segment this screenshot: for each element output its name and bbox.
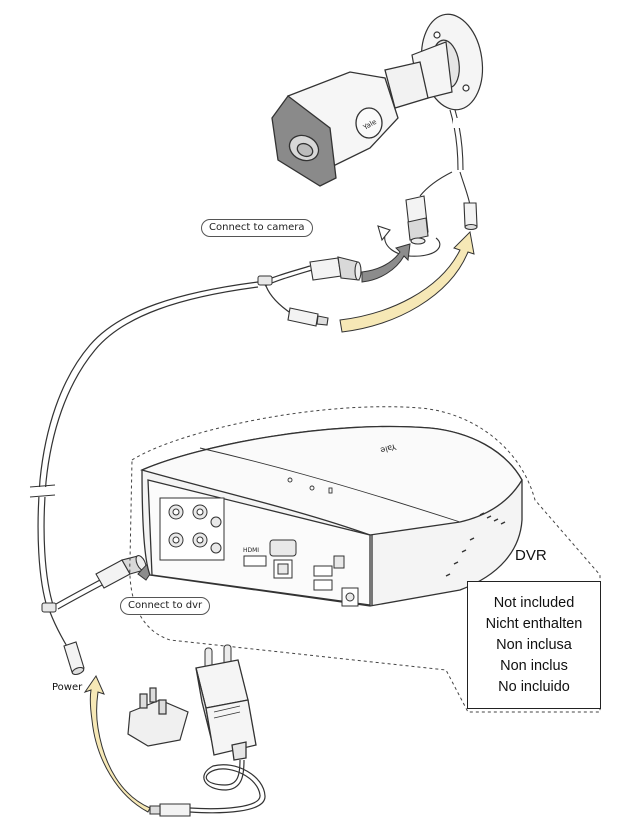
arrow-bnc-to-camera bbox=[361, 243, 411, 283]
not-included-en: Not included bbox=[493, 594, 575, 611]
extension-cable-dvr-end bbox=[49, 579, 103, 649]
cable-bnc-plug-camera bbox=[309, 256, 362, 281]
not-included-de: Nicht enthalten bbox=[485, 615, 583, 632]
extension-cable-camera-end bbox=[261, 265, 313, 315]
not-included-it: Non inclusa bbox=[496, 636, 572, 653]
dvr-bnc-inputs bbox=[159, 497, 225, 561]
connect-to-dvr-label: Connect to dvr bbox=[120, 597, 211, 615]
camera-bnc-connector bbox=[405, 195, 429, 245]
dvr-status-leds bbox=[287, 477, 333, 494]
extension-cable bbox=[37, 281, 259, 611]
dvr-recorder bbox=[140, 425, 523, 607]
hdmi-port-label: HDMI bbox=[243, 547, 259, 554]
dvr-label: DVR bbox=[515, 547, 547, 564]
cable-dc-plug-camera bbox=[287, 307, 329, 327]
dvr-brand-logo: Yale bbox=[379, 442, 398, 455]
arrow-power-adapter bbox=[83, 674, 151, 813]
adapter-cable bbox=[189, 759, 266, 814]
connect-to-camera-label: Connect to camera bbox=[201, 219, 313, 237]
cable-dc-socket-power bbox=[63, 641, 85, 676]
cable-splitter-dvr-end bbox=[41, 602, 57, 613]
cable-splitter bbox=[257, 275, 273, 286]
not-included-notice: Not included Nicht enthalten Non inclusa… bbox=[467, 581, 601, 709]
not-included-fr: Non inclus bbox=[500, 657, 568, 674]
cable-break-mark bbox=[30, 487, 55, 497]
adapter-dc-plug bbox=[149, 803, 191, 817]
power-adapter bbox=[195, 659, 257, 761]
not-included-es: No incluido bbox=[498, 678, 570, 695]
dvr-not-included-outline bbox=[129, 406, 601, 713]
arrow-power-to-camera bbox=[339, 230, 475, 333]
power-label: Power bbox=[52, 682, 83, 693]
camera-wall-mount bbox=[411, 13, 484, 111]
camera-pigtail-cable bbox=[419, 109, 471, 206]
twist-lock-arrow bbox=[377, 225, 441, 257]
bullet-camera: Yale bbox=[271, 61, 429, 187]
camera-power-connector bbox=[463, 202, 478, 231]
dvr-rear-ports bbox=[243, 539, 359, 607]
dvr-vents bbox=[445, 512, 506, 577]
uk-plug-adapter bbox=[127, 687, 189, 747]
